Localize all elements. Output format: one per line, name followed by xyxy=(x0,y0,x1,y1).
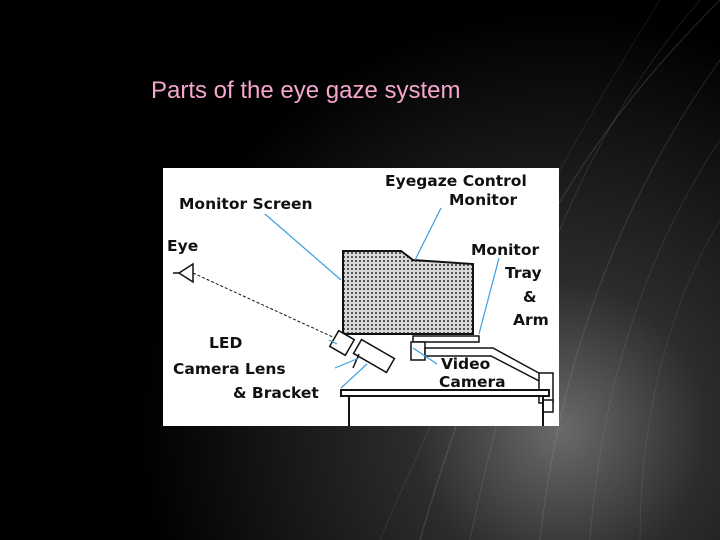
label-camera-lens: Camera Lens xyxy=(173,360,286,378)
eye-gaze-diagram: Monitor Screen Eyegaze Control Monitor E… xyxy=(163,168,559,426)
gaze-line xyxy=(192,272,336,339)
camera-lens xyxy=(352,338,396,374)
camera-assembly xyxy=(328,329,396,374)
leader-lines xyxy=(264,207,500,389)
led xyxy=(328,329,356,357)
label-bracket: & Bracket xyxy=(233,384,319,402)
label-arm: Arm xyxy=(513,311,549,329)
label-tray: Tray xyxy=(505,264,542,282)
monitor xyxy=(342,250,480,343)
label-amp: & xyxy=(523,288,537,306)
table xyxy=(340,389,550,426)
slide-title: Parts of the eye gaze system xyxy=(151,77,461,104)
eye-icon xyxy=(173,262,194,284)
label-monitor: Monitor xyxy=(449,191,517,209)
label-eyegaze-control: Eyegaze Control xyxy=(385,172,527,190)
monitor-tray xyxy=(412,335,480,343)
label-video: Video xyxy=(441,355,490,373)
label-led: LED xyxy=(209,334,242,352)
label-camera: Camera xyxy=(439,373,506,391)
monitor-screen xyxy=(342,250,474,335)
label-monitor-arm: Monitor xyxy=(471,241,539,259)
label-eye: Eye xyxy=(167,237,198,255)
label-monitor-screen: Monitor Screen xyxy=(179,195,313,213)
